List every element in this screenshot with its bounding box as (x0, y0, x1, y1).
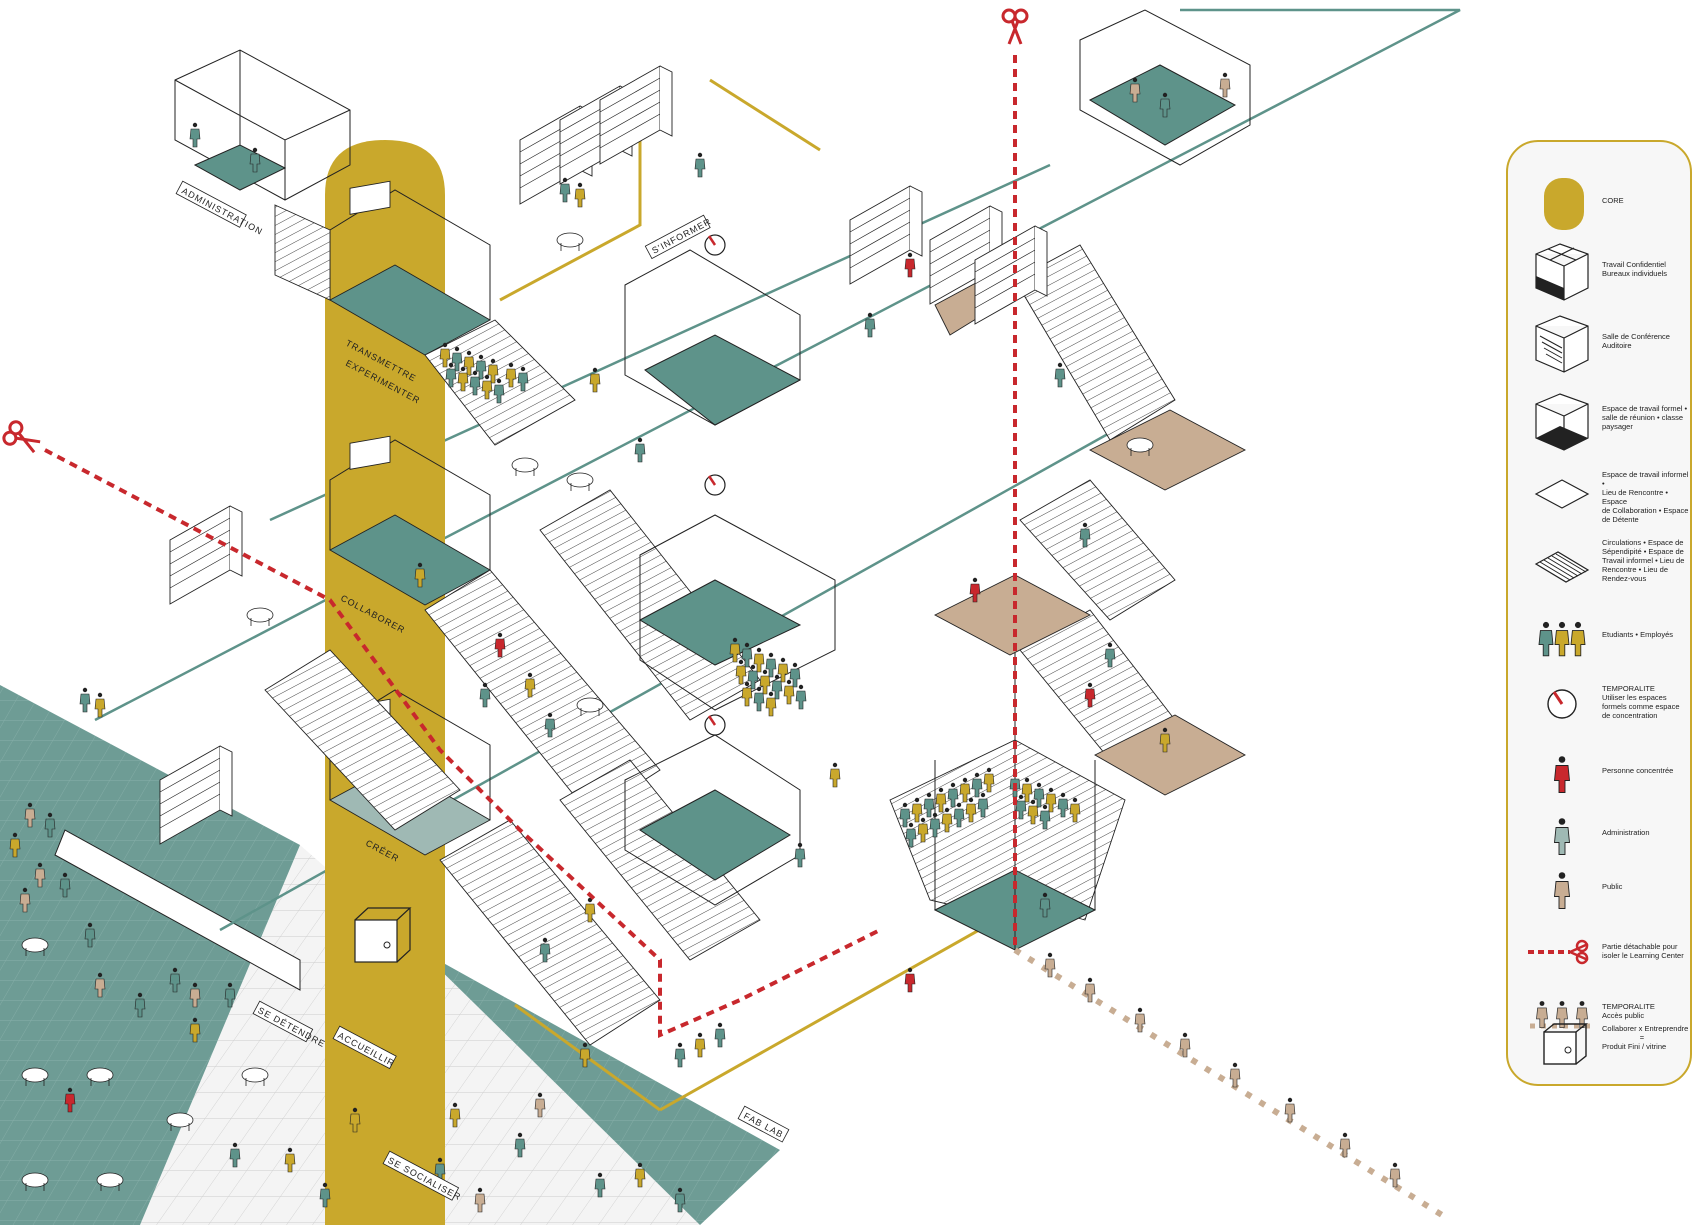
stairs (264, 204, 1176, 1046)
scissors-icon (1001, 8, 1029, 45)
label-s-informer: S'INFORMER (650, 216, 713, 256)
formal-work-icon (1535, 393, 1589, 451)
legend-line: Espace de travail informel • (1602, 470, 1689, 488)
temporality-clock-icon (704, 234, 726, 736)
label-administration: ADMINISTRATION (180, 186, 264, 237)
public-access-icon (1530, 1001, 1596, 1029)
legend-line: TEMPORALITE (1602, 1002, 1655, 1011)
legend-line: Travail informel • Lieu de (1602, 556, 1685, 565)
isometric-diagram: ADMINISTRATION TRANSMETTRE EXPERIMENTER … (0, 8, 1461, 1225)
administration-person-icon (1554, 818, 1570, 855)
legend-line: Espace de travail formel • (1602, 404, 1688, 413)
legend-line: Circulations • Espace de (1602, 538, 1684, 547)
legend-line: Etudiants • Employés (1602, 630, 1673, 639)
legend-line: Partie détachable pour (1602, 942, 1678, 951)
legend-line: CORE (1602, 196, 1624, 205)
legend-line: Collaborer x Entreprendre (1602, 1024, 1689, 1033)
temporality-clock-icon (1547, 689, 1577, 719)
legend-line: de Détente (1602, 515, 1639, 524)
legend-line: = (1639, 1033, 1645, 1042)
informal-work-icon (1534, 479, 1590, 509)
detachable-scissors-icon (1528, 939, 1589, 965)
legend-line: salle de réunion • classe (1602, 413, 1684, 422)
product-box-icon (354, 907, 412, 963)
legend-line: Produit Fini / vitrine (1602, 1042, 1667, 1051)
circulation-icon (1534, 551, 1590, 583)
focused-person-icon (1554, 756, 1570, 793)
legend-line: formels comme espace (1602, 702, 1680, 711)
legend-line: Public (1602, 882, 1623, 891)
public-access-path (1013, 947, 1452, 1223)
rooms (174, 9, 1251, 951)
product-showcase-icon (1543, 1023, 1588, 1065)
legend-line: Rencontre • Lieu de (1602, 565, 1669, 574)
legend-line: Bureaux individuels (1602, 269, 1668, 278)
scissors-icon (2, 420, 41, 454)
legend-line: Rendez-vous (1602, 574, 1647, 583)
legend-line: Lieu de Rencontre • Espace (1602, 488, 1669, 506)
legend-line: Administration (1602, 828, 1650, 837)
legend-line: Accès public (1602, 1011, 1645, 1020)
detachable-cut-lines (44, 55, 1017, 1039)
students-employees-icon (1538, 621, 1586, 657)
legend-line: Utiliser les espaces (1602, 693, 1667, 702)
legend-line: paysager (1602, 422, 1633, 431)
legend-panel: CORE Travail Confidentiel Bureaux indivi… (1506, 140, 1692, 1086)
public-person-icon (1554, 872, 1570, 909)
legend-line: de Collaboration • Espace (1602, 506, 1689, 515)
auditorium-icon (1535, 315, 1589, 373)
legend-line: Sépendipité • Espace de (1602, 547, 1684, 556)
legend-line: TEMPORALITE (1602, 684, 1655, 693)
floor-rails (94, 8, 1461, 932)
confidential-work-icon (1535, 243, 1589, 301)
core-swatch-icon (1544, 178, 1584, 230)
legend-line: de concentration (1602, 711, 1658, 720)
legend-line: Personne concentrée (1602, 766, 1674, 775)
legend-line: Salle de Conférence (1602, 332, 1670, 341)
legend-line: Auditoire (1602, 341, 1632, 350)
legend-line: Travail Confidentiel (1602, 260, 1666, 269)
legend-line: isoler le Learning Center (1602, 951, 1684, 960)
